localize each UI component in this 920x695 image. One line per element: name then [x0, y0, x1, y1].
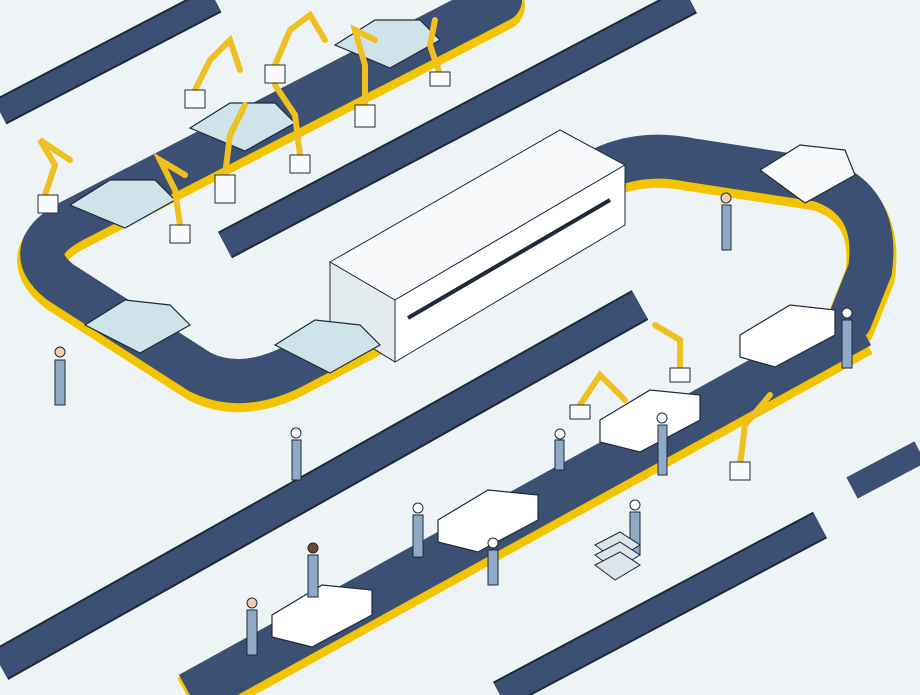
robot-arm [652, 322, 683, 373]
car-frame [68, 179, 176, 229]
worker [290, 427, 302, 481]
robot-arm [350, 24, 378, 108]
paint-tunnel [329, 129, 627, 363]
car-frame [83, 299, 191, 354]
robot-arm [737, 392, 773, 468]
car-frame [188, 102, 296, 152]
worker [841, 307, 853, 369]
robot-arms [37, 10, 773, 468]
car [599, 389, 701, 453]
worker [656, 412, 668, 476]
parts-conveyor-lower [0, 290, 649, 680]
worker [412, 502, 424, 558]
worker [54, 346, 66, 406]
right-edge-conveyor [846, 441, 920, 499]
robot-bases [37, 64, 751, 481]
worker [246, 597, 258, 656]
robot-arm [222, 102, 248, 178]
seat-conveyor [492, 511, 828, 695]
robot-arm [192, 34, 243, 93]
robot-arm [37, 137, 73, 198]
door-panel-stack [594, 531, 641, 581]
robot-arm [272, 10, 328, 68]
finished-cars [271, 304, 836, 648]
worker [629, 499, 641, 555]
robot-arm [426, 17, 443, 78]
robot-arm [577, 370, 628, 408]
workers [54, 192, 853, 656]
worker [487, 537, 499, 586]
worker [720, 192, 732, 251]
robot-arm [272, 82, 303, 158]
car [271, 584, 373, 648]
car [437, 489, 539, 553]
worker [554, 428, 566, 471]
car-frame [273, 319, 381, 374]
car-frame [758, 144, 856, 204]
top-left-conveyor [0, 0, 222, 125]
parts-conveyor-upper [218, 0, 697, 259]
robot-arm [152, 152, 188, 228]
car [739, 304, 836, 368]
worker [307, 542, 319, 598]
